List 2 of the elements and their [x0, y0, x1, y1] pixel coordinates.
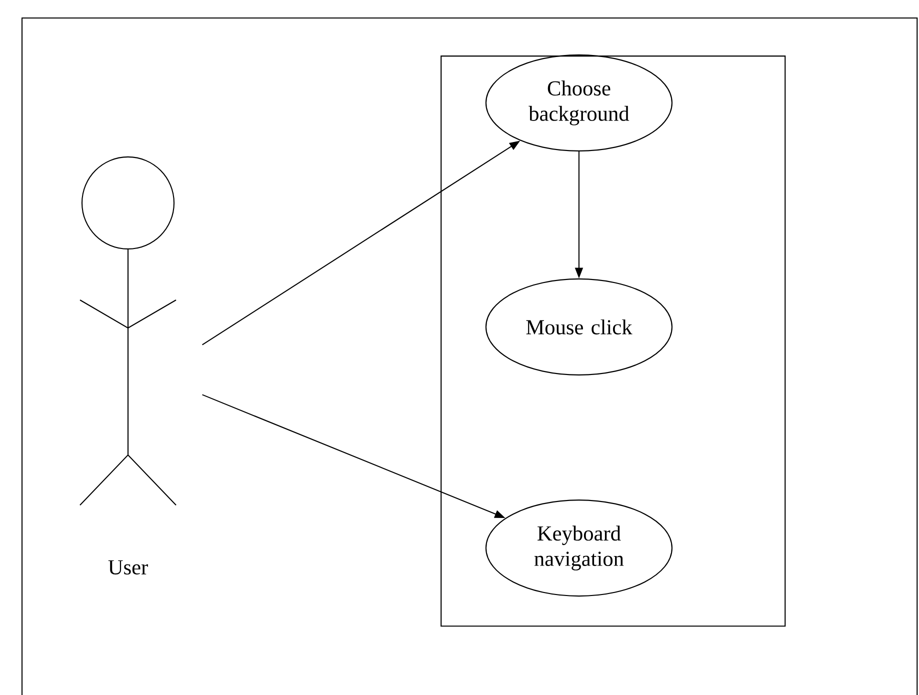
actor-label: User	[108, 560, 148, 575]
system-boundary	[440, 56, 786, 627]
